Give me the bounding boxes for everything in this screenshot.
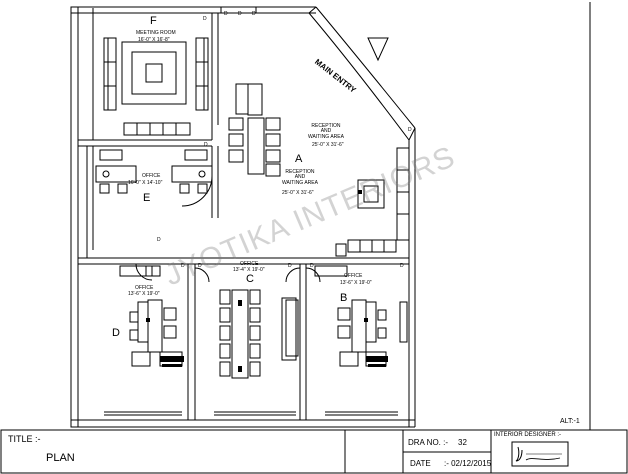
office-b-letter: B <box>340 292 348 304</box>
door-mark: D <box>204 142 208 148</box>
title-label: TITLE :- <box>8 434 41 444</box>
meeting-room-name: MEETING ROOM <box>136 30 176 36</box>
drawing-number-value: 32 <box>458 438 467 447</box>
alt-label: ALT:-1 <box>560 418 580 425</box>
office-d-size: 13'-6" X 19'-0" <box>128 291 160 297</box>
reception-name-2: RECEPTION AND WAITING AREA <box>282 169 318 186</box>
door-mark: D <box>310 263 314 269</box>
door-mark: D <box>238 11 242 17</box>
designer-logo <box>515 446 562 462</box>
entry-arrow <box>367 37 389 62</box>
date-label: DATE <box>410 459 431 468</box>
meeting-room-letter: F <box>150 15 157 27</box>
office-e-letter: E <box>143 192 151 204</box>
title-value: PLAN <box>46 452 75 464</box>
door-mark: D <box>408 127 412 133</box>
office-c-name: OFFICE <box>240 261 259 267</box>
office-b-size: 13'-6" X 19'-0" <box>340 280 372 286</box>
reception-size-2: 25'-0" X 31'-6" <box>282 190 314 196</box>
reception-letter: A <box>295 153 303 165</box>
door-mark: D <box>198 263 202 269</box>
office-d-letter: D <box>112 327 120 339</box>
door-mark: D <box>157 237 161 243</box>
office-e-name: OFFICE <box>142 173 161 179</box>
meeting-room-walls <box>78 13 219 147</box>
designer-label: INTERIOR DESIGNER :- <box>494 432 562 438</box>
door-mark: D <box>203 16 207 22</box>
reception-name-1: RECEPTION AND WAITING AREA <box>308 123 344 140</box>
door-mark: D <box>252 11 256 17</box>
reception-size-1: 25'-0" X 31'-6" <box>312 142 344 148</box>
office-c-furniture <box>219 289 299 379</box>
door-mark: D <box>181 263 185 269</box>
door-mark: D <box>224 11 228 17</box>
office-b-name: OFFICE <box>344 273 363 279</box>
office-c-size: 13'-4" X 19'-0" <box>233 267 265 273</box>
door-mark: D <box>400 263 404 269</box>
office-e-desks <box>95 149 213 194</box>
meeting-table <box>103 37 209 136</box>
date-value: :- 02/12/2015 <box>444 459 492 468</box>
office-e-walls <box>86 146 219 258</box>
meeting-room-size: 16'-0" X 16'-8" <box>138 37 170 43</box>
door-mark: D <box>288 263 292 269</box>
drawing-number-label: DRA NO. :- <box>408 438 449 447</box>
office-dividers <box>187 264 307 420</box>
lower-offices-top-wall <box>78 257 409 265</box>
waiting-sofas <box>335 147 410 257</box>
office-d-name: OFFICE <box>135 285 154 291</box>
outer-walls <box>70 6 416 428</box>
reception-furniture <box>228 83 281 177</box>
office-c-letter: C <box>246 273 254 285</box>
office-e-size: 16'-0" X 14'-10" <box>128 180 163 186</box>
